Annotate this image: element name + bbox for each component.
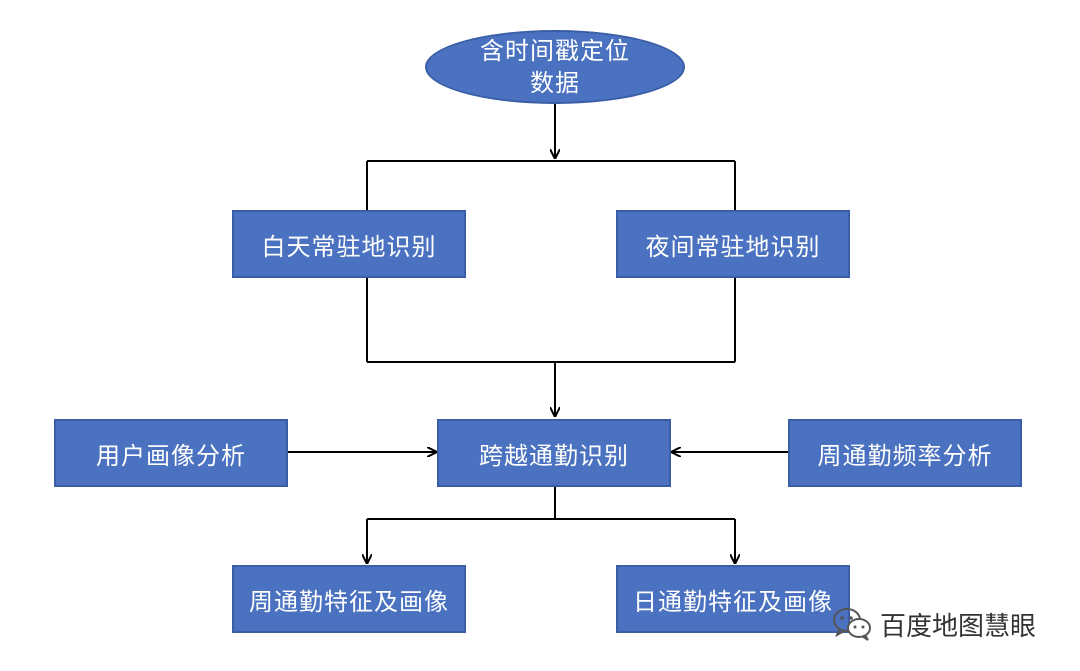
node-weekly-features: 周通勤特征及画像 (232, 565, 466, 633)
wechat-icon (833, 608, 871, 641)
node-weekly-frequency: 周通勤频率分析 (788, 419, 1022, 487)
node-user-profile: 用户画像分析 (54, 419, 288, 487)
node-cross-commute: 跨越通勤识别 (437, 419, 671, 487)
node-source-data: 含时间戳定位 数据 (425, 30, 685, 104)
watermark: 百度地图慧眼 (832, 604, 1036, 644)
node-daytime-residence: 白天常驻地识别 (232, 210, 466, 278)
node-daily-features: 日通勤特征及画像 (616, 565, 850, 633)
node-source-line1: 含时间戳定位 (480, 37, 630, 65)
node-nighttime-residence: 夜间常驻地识别 (616, 210, 850, 278)
watermark-text: 百度地图慧眼 (880, 611, 1037, 642)
node-source-line2: 数据 (530, 69, 580, 97)
